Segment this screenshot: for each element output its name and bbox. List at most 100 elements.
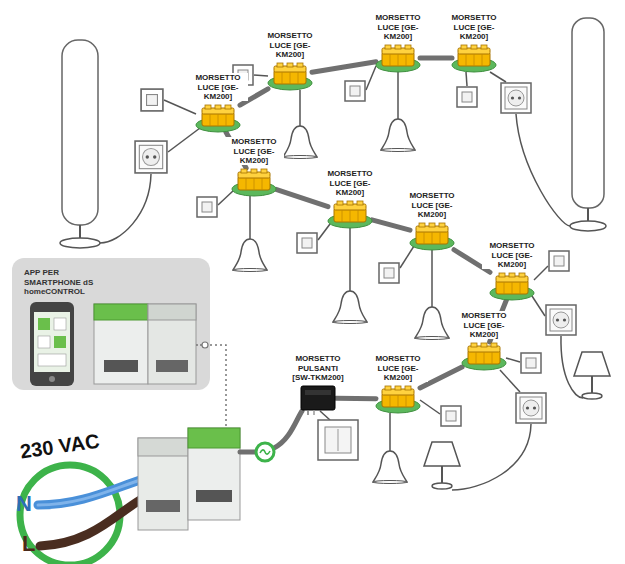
app-illustration xyxy=(196,344,202,346)
panel-heading: APP PER SMARTPHONE dS homeCONTROL xyxy=(24,268,100,297)
module-label: MORSETTO LUCE [GE-KM200] xyxy=(482,241,542,269)
terminal-block-icon xyxy=(357,201,363,205)
module-label: MORSETTO LUCE [GE-KM200] xyxy=(260,31,320,59)
app-panel: APP PER SMARTPHONE dS homeCONTROL xyxy=(12,258,210,390)
app-illustration xyxy=(94,304,148,384)
terminal-block-icon xyxy=(241,169,247,173)
app-illustration xyxy=(94,304,148,320)
terminal-block-icon xyxy=(350,210,351,222)
device-cords xyxy=(164,66,583,490)
terminal-block-icon xyxy=(484,352,485,364)
terminal-block-icon xyxy=(491,343,497,347)
terminal-block-icon xyxy=(504,282,505,294)
light-module: MORSETTO LUCE [GE-KM200] xyxy=(376,385,420,413)
table-lamp xyxy=(424,442,460,489)
floor-lamp xyxy=(587,208,589,222)
floor-lamp xyxy=(516,18,606,231)
terminal-block-icon xyxy=(337,201,343,205)
app-illustration xyxy=(49,376,55,382)
terminal-block-icon xyxy=(277,63,283,67)
floor-lamp xyxy=(100,174,151,243)
terminal-block-icon xyxy=(358,210,359,222)
terminal-block-icon xyxy=(347,201,353,205)
terminal-block-icon xyxy=(328,200,372,228)
push-button-module-icon xyxy=(300,385,336,411)
device-cords xyxy=(349,228,351,291)
module-label: MORSETTO PULSANTI [SW-TKM200] xyxy=(288,354,348,382)
terminal-block-icon xyxy=(452,44,496,72)
device-cords xyxy=(420,400,440,414)
wall-switch xyxy=(549,251,569,271)
device-cords xyxy=(299,90,301,126)
terminal-block-icon xyxy=(429,223,435,227)
bus-cable xyxy=(240,411,302,461)
light-module: MORSETTO LUCE [GE-KM200] xyxy=(196,104,240,132)
bus-cable xyxy=(420,56,452,61)
pendant-lamp xyxy=(283,126,317,159)
light-module: MORSETTO LUCE [GE-KM200] xyxy=(410,222,454,250)
terminal-block-icon xyxy=(439,223,445,227)
terminal-block-icon xyxy=(395,386,401,390)
app-illustration xyxy=(54,336,66,348)
light-module: MORSETTO LUCE [GE-KM200] xyxy=(376,44,420,72)
terminal-block-icon xyxy=(461,45,467,49)
device-cords xyxy=(218,190,234,205)
push-button-switch xyxy=(325,427,351,453)
din-rail-device xyxy=(138,428,240,530)
bus-cable xyxy=(372,220,410,230)
pendant-lamp xyxy=(233,119,449,484)
terminal-block-icon xyxy=(481,343,487,347)
terminal-block-icon xyxy=(471,45,477,49)
wall-switch xyxy=(457,87,477,107)
terminal-block-icon xyxy=(390,54,391,66)
push-button-module-icon xyxy=(307,410,309,415)
terminal-block-icon xyxy=(471,343,477,347)
module-label: MORSETTO LUCE [GE-KM200] xyxy=(454,311,514,339)
light-module: MORSETTO LUCE [GE-KM200] xyxy=(452,44,496,72)
light-module: MORSETTO LUCE [GE-KM200] xyxy=(462,342,506,370)
terminal-block-icon xyxy=(476,352,477,364)
device-cords xyxy=(466,72,467,86)
terminal-block-icon xyxy=(342,210,343,222)
din-rail-device xyxy=(188,428,240,520)
power-circle xyxy=(20,465,120,564)
device-cords xyxy=(318,224,330,240)
wire-letter: N xyxy=(14,492,34,515)
terminal-block-icon xyxy=(196,104,240,132)
bus-cable xyxy=(336,396,376,402)
app-illustration xyxy=(38,354,66,366)
wall-socket xyxy=(546,305,576,335)
wall-switch xyxy=(141,89,163,111)
terminal-block-icon xyxy=(512,282,513,294)
bus-cable xyxy=(274,411,302,448)
module-label: MORSETTO LUCE [GE-KM200] xyxy=(402,191,462,219)
terminal-block-icon xyxy=(376,385,420,413)
device-cords xyxy=(452,424,531,490)
module-label: MORSETTO LUCE [GE-KM200] xyxy=(188,73,248,101)
terminal-block-icon xyxy=(390,395,391,407)
floor-lamp xyxy=(60,238,100,248)
device-cords xyxy=(397,72,399,119)
pendant-lamp xyxy=(333,291,367,324)
terminal-block-icon xyxy=(287,63,293,67)
pendant-lamp xyxy=(381,119,415,152)
bus-cable xyxy=(256,443,274,461)
terminal-block-icon xyxy=(376,44,420,72)
terminal-block-icon xyxy=(520,282,521,294)
terminal-block-icon xyxy=(462,342,506,370)
terminal-block-icon xyxy=(385,45,391,49)
device-cords xyxy=(366,66,376,90)
terminal-block-icon xyxy=(226,114,227,126)
din-rail-device xyxy=(138,438,188,456)
device-cords xyxy=(320,411,330,420)
app-illustration xyxy=(104,360,138,372)
terminal-block-icon xyxy=(218,114,219,126)
module-label: MORSETTO LUCE [GE-KM200] xyxy=(368,13,428,41)
terminal-block-icon xyxy=(432,232,433,244)
light-module: MORSETTO LUCE [GE-KM200] xyxy=(490,272,534,300)
terminal-block-icon xyxy=(262,178,263,190)
app-illustration xyxy=(38,318,50,330)
light-module: MORSETTO LUCE [GE-KM200] xyxy=(268,62,312,90)
mains-wires xyxy=(38,480,140,505)
